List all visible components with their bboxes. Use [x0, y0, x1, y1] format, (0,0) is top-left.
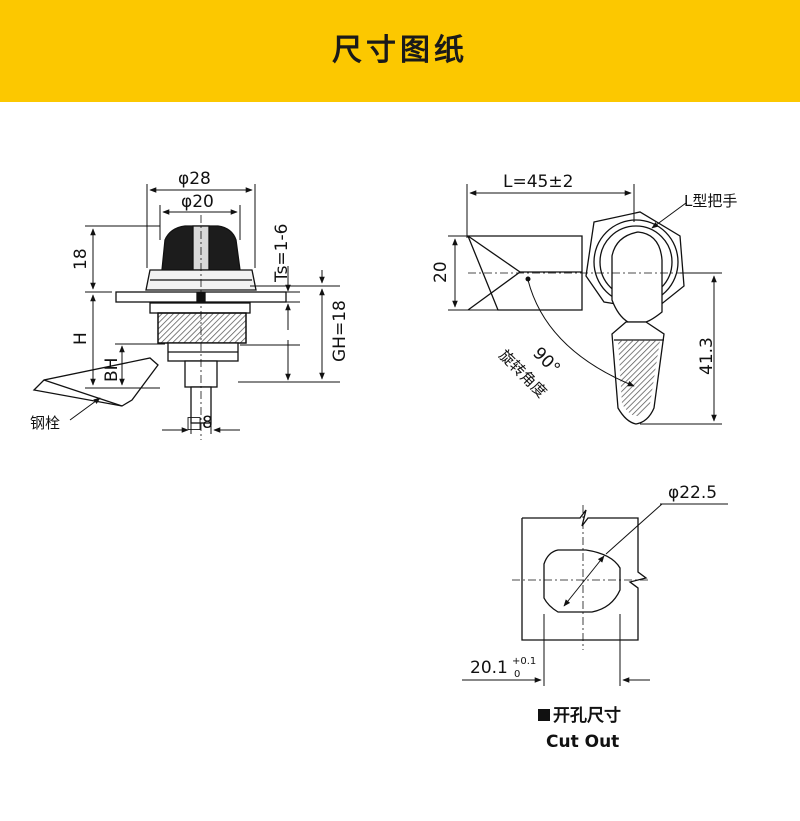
- dim-handle-height: 41.3: [697, 337, 717, 375]
- cutout-caption-cn: 开孔尺寸: [553, 705, 621, 726]
- page-title: 尺寸图纸: [332, 33, 468, 68]
- dim-height-h: H: [71, 332, 91, 345]
- legend-square-icon: [538, 709, 550, 721]
- title-banner: [0, 0, 800, 102]
- dim-bh: BH: [102, 358, 122, 382]
- technical-drawing: φ28 φ20 18 Ts=1-6 H GH=18 BH □8 钢栓: [30, 169, 737, 752]
- handle-front-view: [467, 211, 700, 425]
- steel-bolt-label: 钢栓: [30, 414, 60, 432]
- dim-cutout-width: 20.1: [470, 658, 508, 678]
- lock-side-view: [32, 215, 287, 440]
- cutout-caption-en: Cut Out: [546, 732, 619, 752]
- dim-gh: GH=18: [330, 300, 350, 362]
- dim-tolerance-upper: +0.1: [512, 656, 536, 667]
- dim-tolerance-lower: 0: [514, 669, 520, 680]
- dim-thickness: Ts=1-6: [272, 224, 292, 283]
- dim-top-height: 18: [71, 248, 91, 270]
- cutout-dimensions: [462, 503, 728, 686]
- right-dimensions: [448, 184, 722, 425]
- handle-type-label: L型把手: [684, 192, 737, 210]
- dim-square: □8: [186, 413, 213, 433]
- cutout-view: [512, 505, 650, 650]
- dim-inner-diameter: φ20: [181, 192, 214, 212]
- dim-cutout-diameter: φ22.5: [668, 483, 717, 503]
- dim-handle-length: L=45±2: [503, 172, 573, 192]
- left-dimensions: [69, 184, 340, 434]
- dim-handle-width: 20: [431, 261, 451, 283]
- dim-outer-diameter: φ28: [178, 169, 211, 189]
